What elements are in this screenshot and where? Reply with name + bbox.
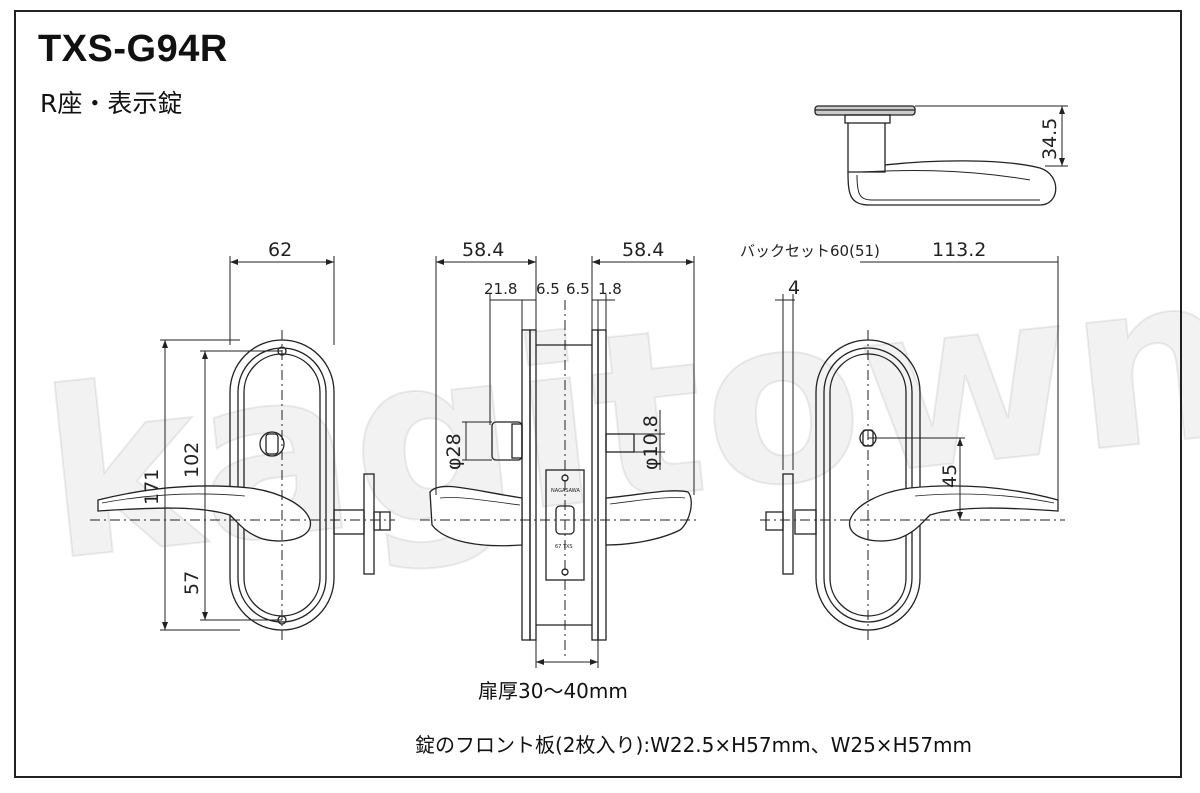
dim-top-height: 34.5 — [1039, 118, 1061, 160]
dim-side-left-inner: 21.8 — [484, 280, 517, 298]
side-view — [429, 329, 692, 641]
plate-label-top: NAGASAWA — [551, 488, 580, 494]
model-subtitle: R座・表示錠 — [40, 89, 183, 118]
dim-backset: バックセット60(51) — [740, 242, 880, 260]
dim-front-height-upper: 102 — [181, 442, 203, 478]
model-title: TXS-G94R — [38, 28, 228, 70]
door-thickness-note: 扉厚30〜40mm — [478, 679, 628, 703]
dim-front-height-total: 171 — [141, 469, 163, 505]
dim-back-offset: 4 — [788, 277, 800, 299]
dim-front-height-lower: 57 — [181, 571, 203, 595]
dim-side-left-depth: 58.4 — [462, 239, 504, 261]
top-view — [814, 105, 1057, 206]
dim-back-height: 45 — [939, 464, 961, 488]
dim-side-left-diameter: φ28 — [443, 433, 465, 470]
back-view — [765, 339, 1059, 631]
dim-front-width: 62 — [268, 239, 292, 261]
dim-lever-length: 113.2 — [932, 239, 986, 261]
dim-side-right-inner: 1.8 — [598, 280, 622, 298]
dim-side-left-gap: 6.5 — [536, 280, 560, 298]
front-plate-note: 錠のフロント板(2枚入り):W22.5×H57mm、W25×H57mm — [415, 733, 973, 757]
dim-side-right-gap: 6.5 — [566, 280, 590, 298]
dim-side-right-diameter: φ10.8 — [640, 415, 662, 470]
dim-side-right-depth: 58.4 — [622, 239, 664, 261]
plate-label-bottom: 67 TXS — [555, 544, 573, 550]
